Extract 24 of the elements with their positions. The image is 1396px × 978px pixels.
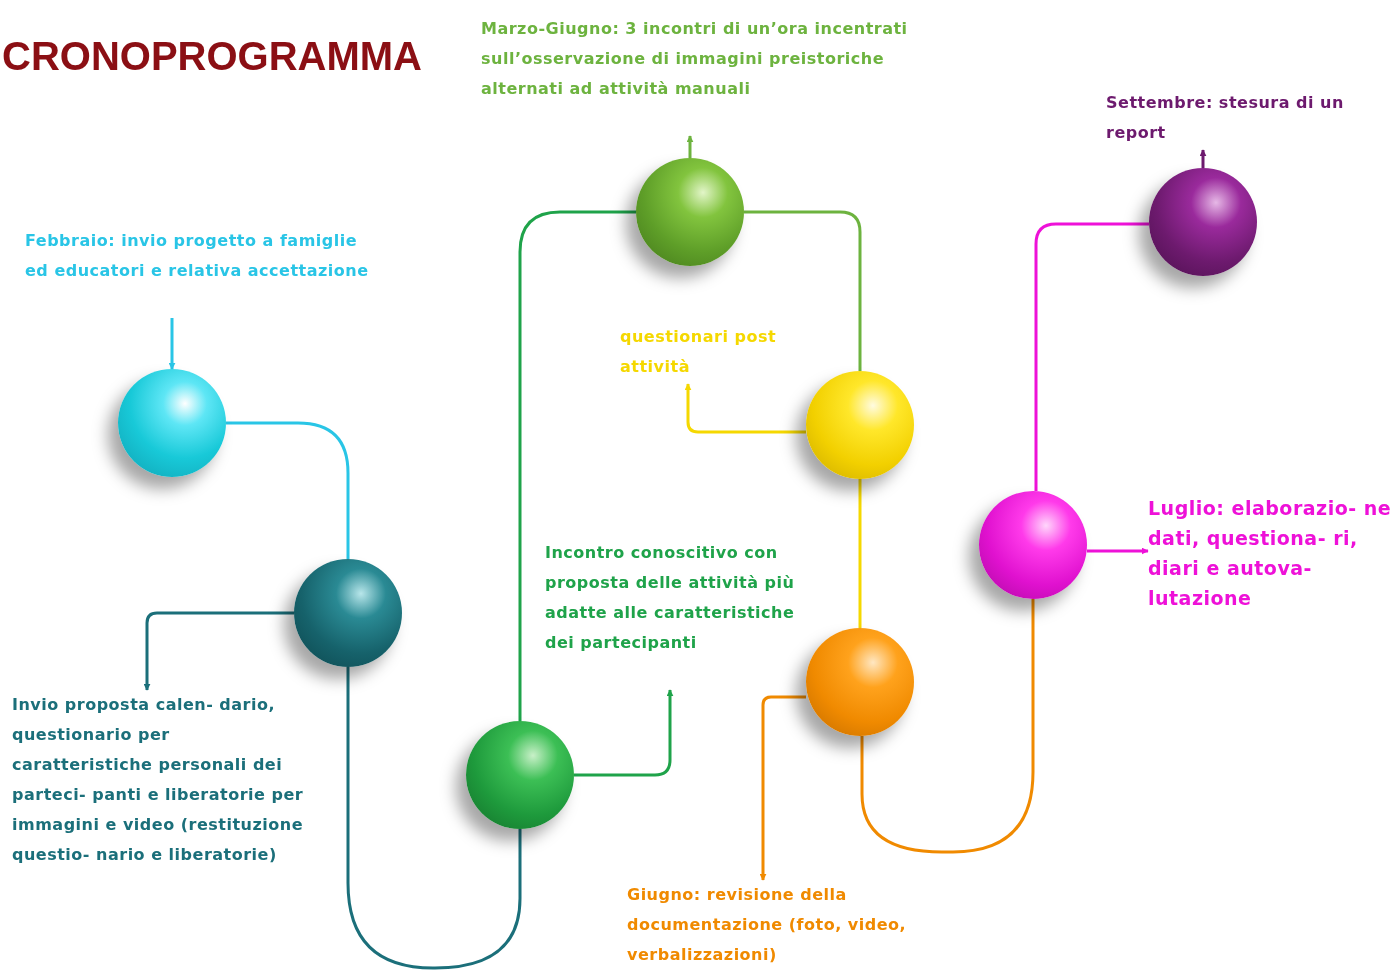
arrow <box>759 695 806 881</box>
connector-line <box>518 210 636 721</box>
arrow <box>686 135 694 158</box>
step-text: Settembre: stesura di un report <box>1106 92 1345 144</box>
arrow <box>1199 149 1207 168</box>
connector-line <box>226 421 350 559</box>
connector-line <box>744 210 862 371</box>
title: CRONOPROGRAMMA <box>2 36 422 76</box>
step-text: Febbraio: invio progetto a famiglie ed educatori e relativa accettazione <box>25 230 370 282</box>
step-text: Luglio: elaborazio- ne dati, questiona- ri, diari e autova- lutazione <box>1148 496 1393 611</box>
connector-line <box>1034 222 1149 491</box>
connector-line <box>860 599 1035 854</box>
step-text: Marzo-Giugno: 3 incontri di un’ora incentrati sull’osservazione di immagini preistoriche alternati ad attività manuali <box>481 18 909 100</box>
arrow <box>1087 547 1149 555</box>
arrow <box>143 611 294 691</box>
connector-line <box>858 479 862 628</box>
step-text: questionari post attività <box>620 326 778 378</box>
arrow <box>168 318 176 370</box>
step-text: Invio proposta calen- dario, questionario per caratteristiche personali dei parteci- panti e liberatorie per immagini e video (restituzione questio- nario e liberatorie) <box>12 694 305 866</box>
arrow <box>574 689 674 777</box>
step-text: Incontro conoscitivo con proposta delle attività più adatte alle caratteristiche dei partecipanti <box>545 542 796 654</box>
connector-line <box>346 667 522 970</box>
step-text: Giugno: revisione della documentazione (foto, video, verbalizzazioni) <box>627 884 908 966</box>
arrow <box>684 383 806 434</box>
